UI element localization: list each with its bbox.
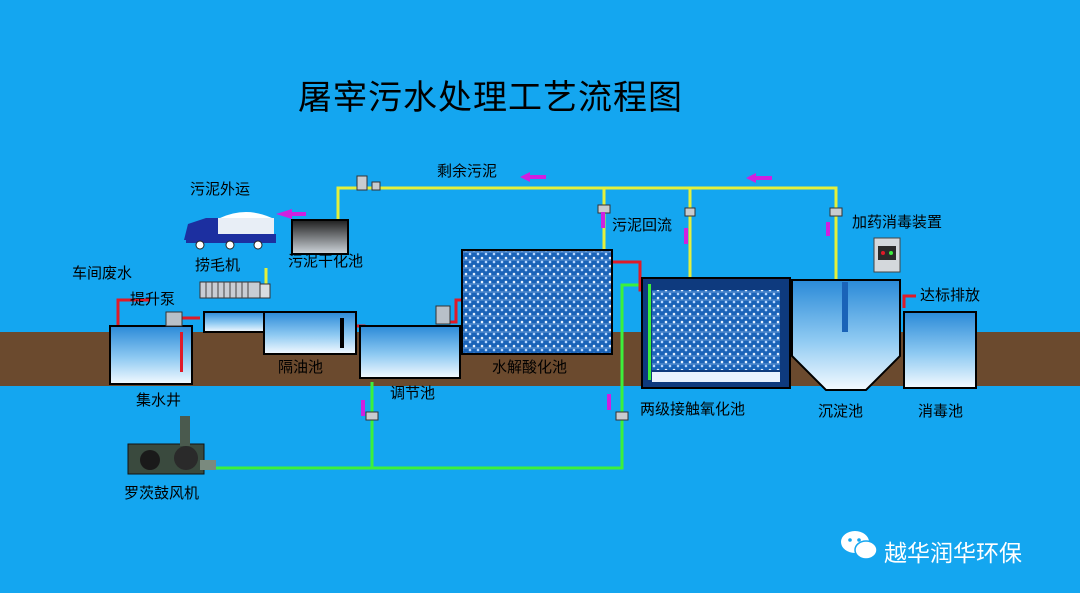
collection-well bbox=[109, 311, 193, 385]
disinfection-tank bbox=[903, 311, 977, 389]
return-pipeline bbox=[215, 283, 650, 470]
label-hydrolysis-tank: 水解酸化池 bbox=[492, 358, 568, 376]
label-screen-machine: 捞毛机 bbox=[195, 256, 241, 274]
diagram-title: 屠宰污水处理工艺流程图 bbox=[298, 78, 683, 118]
label-contact-oxidation-tank: 两级接触氧化池 bbox=[640, 400, 746, 418]
label-disinfection-tank: 消毒池 bbox=[918, 402, 964, 420]
contact-oxidation-tank bbox=[641, 277, 791, 389]
label-oil-separator: 隔油池 bbox=[278, 358, 324, 376]
roots-blower bbox=[127, 416, 216, 475]
label-collection-well: 集水井 bbox=[136, 391, 182, 409]
label-workshop-wastewater: 车间废水 bbox=[72, 264, 133, 282]
label-roots-blower: 罗茨鼓风机 bbox=[124, 484, 200, 502]
screen-machine bbox=[199, 281, 271, 299]
flow-arrow-icon bbox=[276, 172, 830, 416]
hydrolysis-tank bbox=[461, 249, 613, 355]
sludge-truck bbox=[184, 212, 276, 250]
label-dosing-device: 加药消毒装置 bbox=[852, 213, 943, 231]
label-surplus-sludge: 剩余污泥 bbox=[437, 162, 498, 180]
label-sludge-return: 污泥回流 bbox=[612, 216, 673, 234]
label-equalization-tank: 调节池 bbox=[390, 384, 436, 402]
label-discharge: 达标排放 bbox=[920, 286, 981, 304]
oil-separator-tank bbox=[203, 311, 357, 355]
valve-icon[interactable] bbox=[356, 175, 843, 421]
sludge-drying-tank bbox=[291, 219, 349, 255]
label-sludge-transport: 污泥外运 bbox=[190, 180, 251, 198]
label-lift-pump: 提升泵 bbox=[130, 290, 176, 308]
label-sedimentation-tank: 沉淀池 bbox=[818, 402, 864, 420]
label-sludge-drying-tank: 污泥干化池 bbox=[288, 252, 364, 270]
equalization-tank bbox=[359, 305, 461, 379]
sedimentation-tank bbox=[791, 279, 901, 391]
brand-name: 越华润华环保 bbox=[884, 541, 1022, 567]
dosing-device bbox=[873, 237, 901, 273]
wechat-logo-icon bbox=[841, 531, 878, 560]
